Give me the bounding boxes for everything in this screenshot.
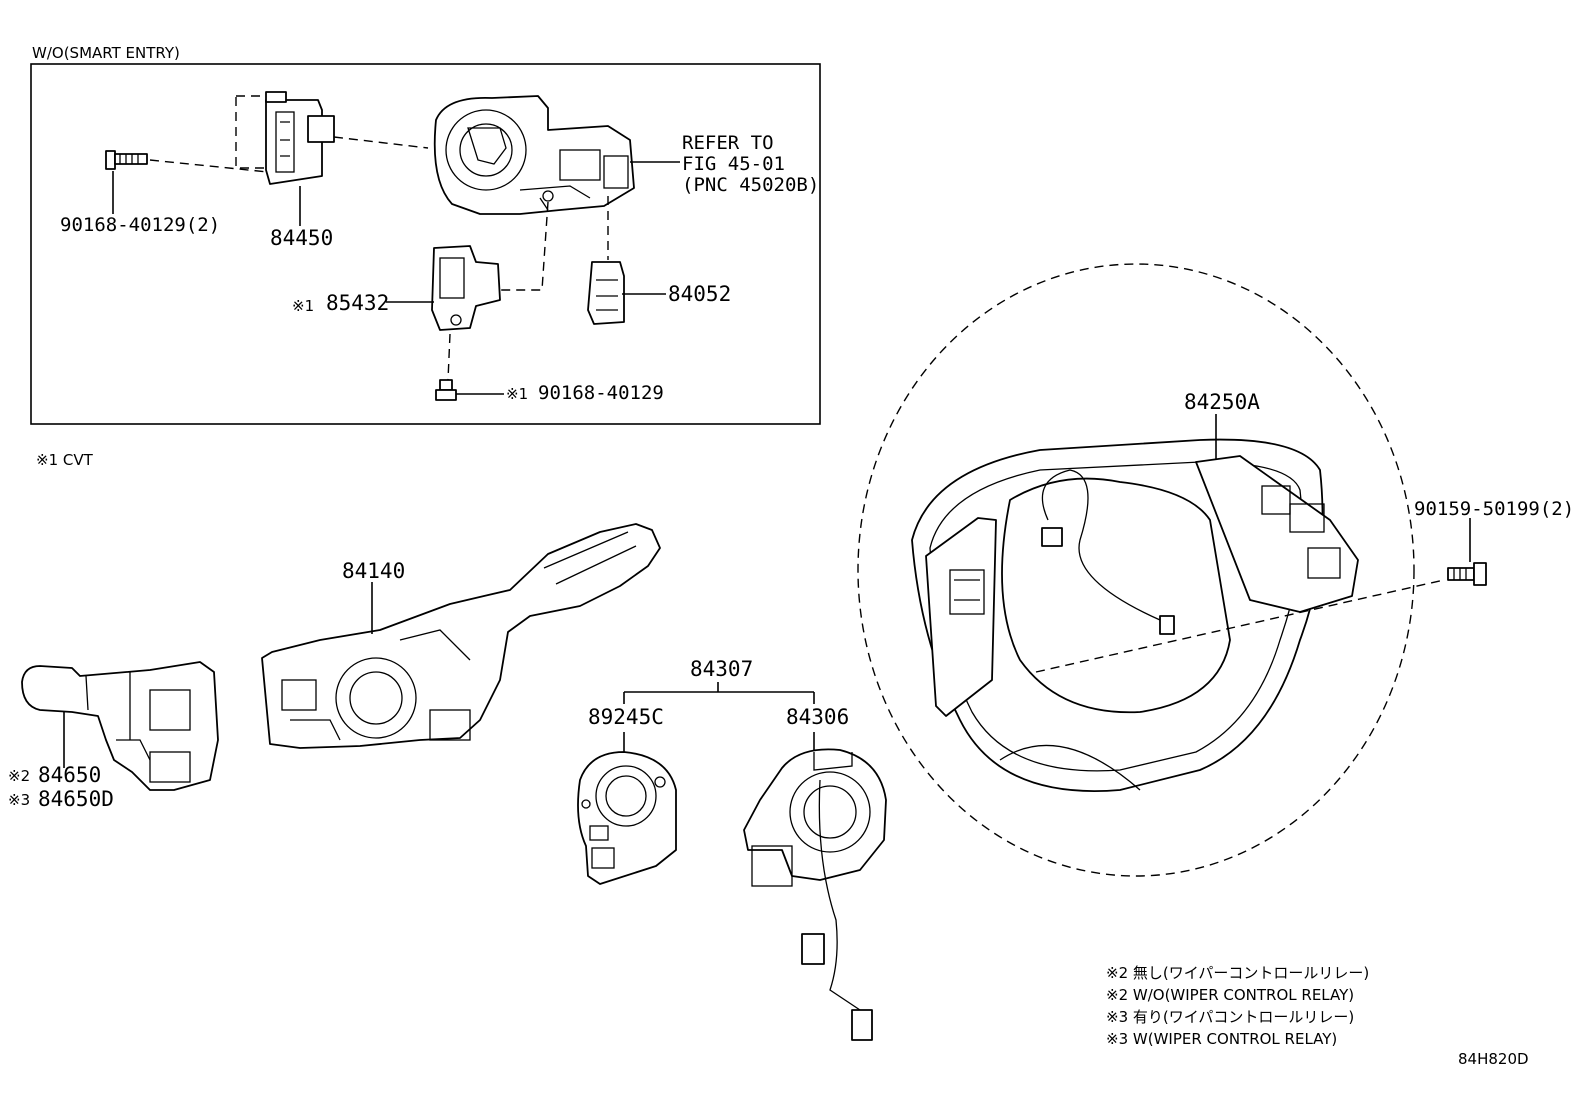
label-angle-sensor: 89245C (588, 705, 664, 729)
label-spiral-cable: 84306 (786, 705, 849, 729)
wiper-switch-icon (21, 661, 219, 791)
note-3: ※3 有り(ワイパコントロールリレー) (1106, 1008, 1354, 1026)
figure-code: 84H820D (1458, 1050, 1529, 1068)
sensor-85432-icon (431, 245, 501, 331)
marker-screw: ※1 (506, 385, 528, 403)
connector-84052-icon (587, 261, 625, 325)
label-steering-switch: 84250A (1184, 390, 1260, 414)
steering-lock-housing-icon (433, 95, 635, 215)
refer-line-3: (PNC 45020B) (682, 174, 819, 196)
note-1: ※2 無し(ワイパーコントロールリレー) (1106, 964, 1369, 982)
refer-line-1: REFER TO (682, 132, 774, 154)
label-combination-switch: 84140 (342, 559, 405, 583)
bolt-icon (105, 150, 148, 170)
screw-icon (435, 379, 457, 401)
label-sensor: 85432 (326, 291, 389, 315)
label-wiper-b: 84650D (38, 787, 114, 811)
label-screw: 90168-40129 (538, 382, 664, 404)
label-switch: 84450 (270, 226, 333, 250)
label-connector: 84052 (668, 282, 731, 306)
label-spiral-assy: 84307 (690, 657, 753, 681)
refer-line-2: FIG 45-01 (682, 153, 785, 175)
marker-wiper-a: ※2 (8, 767, 30, 785)
label-screw-qty: 90159-50199(2) (1414, 498, 1574, 520)
note-4: ※3 W(WIPER CONTROL RELAY) (1106, 1030, 1337, 1048)
cvt-note: ※1 CVT (36, 451, 94, 469)
angle-sensor-icon (577, 751, 677, 885)
steering-wheel-icon (857, 263, 1415, 877)
ignition-switch-84450-icon (265, 91, 335, 185)
label-wiper-a: 84650 (38, 763, 101, 787)
marker-sensor: ※1 (292, 297, 314, 315)
steering-screw-icon (1447, 562, 1487, 586)
inset-frame (30, 63, 821, 425)
marker-wiper-b: ※3 (8, 791, 30, 809)
inset-title: W/O(SMART ENTRY) (32, 44, 180, 62)
note-2: ※2 W/O(WIPER CONTROL RELAY) (1106, 986, 1354, 1004)
spiral-cable-icon (743, 748, 887, 1041)
label-bolt-qty: 90168-40129(2) (60, 214, 220, 236)
combination-switch-icon (261, 523, 661, 749)
